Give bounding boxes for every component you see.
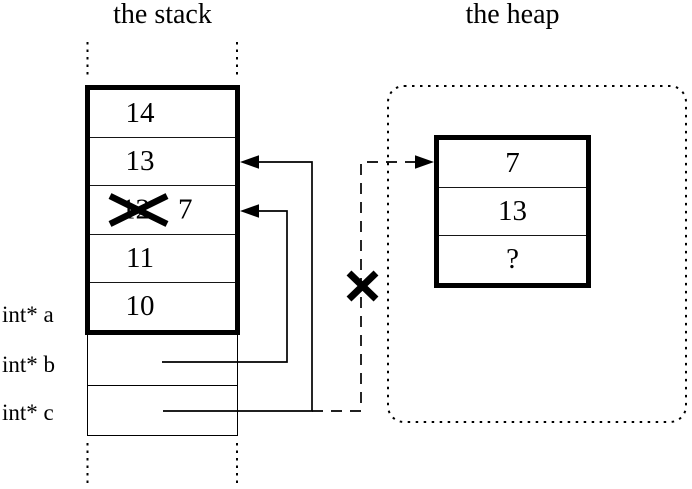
stack-pointer-slot-b (88, 335, 237, 385)
pointer-b-arrowhead (240, 204, 259, 218)
heap-cell-0: 7 (439, 140, 586, 187)
heap-title: the heap (465, 0, 560, 30)
heap-cell-1: 13 (439, 187, 586, 235)
replacement-value: 7 (178, 193, 193, 226)
heap-cell-value: 13 (498, 195, 527, 227)
stack-cell-value: 14 (125, 97, 155, 130)
heap-block-box: 7 13 ? (434, 135, 591, 288)
stack-cell-3: 11 (90, 233, 235, 282)
pointer-label-c: int* c (2, 400, 54, 425)
stack-cell-0: 14 (90, 90, 235, 137)
stack-cell-1: 13 (90, 137, 235, 185)
stack-frame-box: 14 13 12 7 11 10 (85, 85, 240, 335)
stack-cell-value: 10 (125, 289, 155, 322)
dangling-pointer-dashed-line (312, 161, 415, 412)
dangling-pointer-arrowhead (415, 155, 434, 169)
stack-cell-4: 10 (90, 281, 235, 330)
pointer-label-b: int* b (2, 352, 56, 377)
stack-pointer-slots (86, 335, 238, 436)
pointer-label-a: int* a (2, 302, 54, 327)
heap-cell-2: ? (439, 235, 586, 283)
pointer-c-arrowhead (240, 155, 259, 169)
stack-cell-2-overwritten: 12 7 (90, 185, 235, 233)
heap-cell-value: 7 (505, 147, 520, 179)
stack-cell-value: 13 (125, 145, 155, 178)
stack-title: the stack (113, 0, 212, 30)
stack-continuation-dots-bottom (86, 443, 238, 486)
stack-cell-value: 11 (126, 241, 154, 274)
stack-continuation-dots-top (86, 42, 238, 78)
stack-pointer-slot-c (87, 384, 237, 436)
crossed-out-old-value: 12 (121, 193, 150, 226)
heap-cell-value: ? (506, 243, 519, 275)
x-mark-on-dangling-pointer (346, 270, 379, 302)
